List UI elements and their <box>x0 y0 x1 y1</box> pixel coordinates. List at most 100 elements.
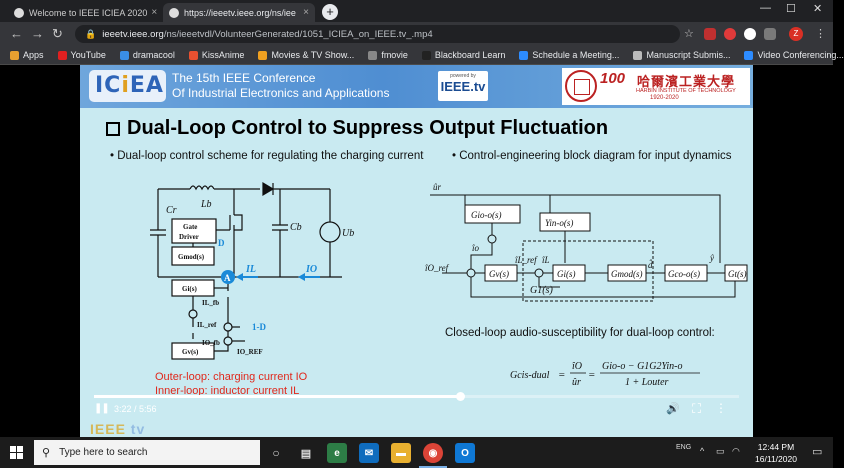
pdf-extension-icon[interactable] <box>704 28 716 40</box>
slide-title: Dual-Loop Control to Suppress Output Flu… <box>106 117 608 140</box>
svg-text:1 + Louter: 1 + Louter <box>625 377 669 388</box>
video-player[interactable]: ICiEA The 15th IEEE Conference Of Indust… <box>0 65 833 437</box>
bookmark-icon <box>519 50 529 60</box>
bookmark-icon <box>633 50 643 60</box>
svg-text:A: A <box>224 273 231 283</box>
block-gt: Gt(s) <box>728 269 747 279</box>
address-bar[interactable]: 🔒 ieeetv.ieee.org /ns/ieeetvdl/Volunteer… <box>75 25 680 43</box>
gate-driver-label-1: Gate <box>183 223 197 231</box>
bookmark-item[interactable]: fmovie <box>368 50 408 60</box>
label-cr: Cr <box>166 205 177 216</box>
square-bullet-icon <box>106 121 120 136</box>
block-io: îo <box>472 243 480 253</box>
notifications-icon[interactable]: ▭ <box>812 446 823 458</box>
block-ur: ûr <box>433 182 442 192</box>
outer-loop-label: Outer-loop: charging current IO <box>155 371 308 383</box>
battery-icon[interactable]: ▭ <box>716 446 725 456</box>
pause-icon[interactable]: ❚❚ <box>94 403 110 414</box>
bookmark-item[interactable]: KissAnime <box>188 50 244 60</box>
inner-loop-label: Inner-loop: inductor current IL <box>155 385 300 397</box>
more-options-icon[interactable]: ⋮ <box>715 401 727 415</box>
bookmark-item[interactable]: Apps <box>10 50 44 60</box>
label-cb: Cb <box>290 222 302 233</box>
hit-logo: 100 哈爾濱工業大學 HARBIN INSTITUTE OF TECHNOLO… <box>562 68 750 105</box>
bullet-right: • Control-engineering block diagram for … <box>452 150 732 162</box>
search-placeholder: Type here to search <box>59 447 148 458</box>
bookmark-icon <box>119 50 129 60</box>
bookmark-item[interactable]: YouTube <box>57 50 106 60</box>
extension-icon[interactable] <box>724 28 736 40</box>
browser-toolbar: ← → ↻ 🔒 ieeetv.ieee.org /ns/ieeetvdl/Vol… <box>0 22 833 46</box>
bookmark-icon <box>744 50 754 60</box>
close-tab-icon[interactable]: × <box>303 7 309 18</box>
minimize-icon[interactable]: — <box>760 2 771 14</box>
circuit-schematic <box>150 181 342 360</box>
bookmark-item[interactable]: Movies & TV Show... <box>258 50 354 60</box>
forward-icon[interactable]: → <box>31 26 44 41</box>
extension-icon[interactable] <box>744 28 756 40</box>
tab-ieeetv[interactable]: https://ieeetv.ieee.org/ns/iee × <box>163 3 315 22</box>
bookmark-icon <box>188 50 198 60</box>
formula-caption: Closed-loop audio-susceptibility for dua… <box>445 327 715 339</box>
slide-header: ICiEA The 15th IEEE Conference Of Indust… <box>80 65 753 108</box>
reload-icon[interactable]: ↻ <box>52 26 63 41</box>
back-icon[interactable]: ← <box>10 26 23 41</box>
bookmark-item[interactable]: Video Conferencing... <box>744 50 844 60</box>
windows-taskbar: ⚲ Type here to search ○ ▤ e ✉ ▬ ◉ O ENG … <box>0 437 833 468</box>
outlook-icon[interactable]: O <box>455 443 475 463</box>
tab-welcome[interactable]: Welcome to IEEE ICIEA 2020 × <box>8 3 160 22</box>
mail-icon[interactable]: ✉ <box>359 443 379 463</box>
label-1-minus-d: 1-D <box>252 322 266 332</box>
taskbar-clock[interactable]: 12:44 PM 16/11/2020 <box>755 442 797 464</box>
block-g1: G1(s) <box>530 285 553 296</box>
wifi-icon[interactable]: ◠ <box>732 446 740 456</box>
profile-avatar[interactable]: Z <box>789 27 803 41</box>
close-window-icon[interactable]: ✕ <box>813 3 823 15</box>
widgets-icon[interactable]: ▤ <box>300 447 312 460</box>
chrome-icon[interactable]: ◉ <box>419 443 447 468</box>
bookmark-item[interactable]: Manuscript Submis... <box>633 50 730 60</box>
fullscreen-icon[interactable]: ⛶ <box>692 401 702 416</box>
new-tab-button[interactable]: + <box>322 4 338 20</box>
task-view-icon[interactable]: ○ <box>272 446 280 460</box>
bookmark-label: Apps <box>23 50 44 60</box>
bookmark-icon <box>368 50 378 60</box>
block-yhat: ŷ <box>709 253 714 263</box>
bookmark-item[interactable]: Schedule a Meeting... <box>519 50 619 60</box>
block-il: îL <box>542 255 550 265</box>
ammeter: A <box>221 270 235 284</box>
globe-icon <box>169 7 179 18</box>
label-io: IO <box>305 264 317 275</box>
svg-text:=: = <box>558 369 565 381</box>
edge-icon[interactable]: e <box>327 443 347 463</box>
puzzle-icon[interactable] <box>764 28 776 40</box>
lock-icon[interactable]: 🔒 <box>85 28 97 39</box>
bookmark-label: YouTube <box>70 50 106 60</box>
language-indicator[interactable]: ENG <box>676 444 692 451</box>
block-yin: Yin-o(s) <box>545 218 573 228</box>
tray-overflow-icon[interactable]: ^ <box>700 446 705 456</box>
bookmark-label: Manuscript Submis... <box>646 50 731 60</box>
file-explorer-icon[interactable]: ▬ <box>391 443 411 463</box>
block-gio: Gio-o(s) <box>471 210 502 220</box>
bookmark-item[interactable]: dramacool <box>119 50 175 60</box>
close-tab-icon[interactable]: × <box>151 7 158 18</box>
formula: Gcis-dual = îO ûr = Gio-o − G1G2Yin-o 1 … <box>510 361 700 388</box>
block-gmod: Gmod(s) <box>611 269 643 279</box>
label-il: IL <box>245 264 256 275</box>
label-io-fb: IO_fb <box>202 339 220 347</box>
taskbar-search[interactable]: ⚲ Type here to search <box>34 440 260 465</box>
bookmark-item[interactable]: Blackboard Learn <box>421 50 505 60</box>
label-lb: Lb <box>200 199 212 210</box>
block-diagram <box>430 194 748 302</box>
menu-icon[interactable]: ⋮ <box>815 28 826 40</box>
windows-start-icon[interactable] <box>10 446 24 460</box>
seek-bar[interactable] <box>94 392 739 401</box>
volume-icon[interactable]: 🔊 <box>666 403 680 415</box>
maximize-icon[interactable]: ☐ <box>786 3 796 15</box>
star-icon[interactable]: ☆ <box>684 28 694 40</box>
tab-label: Welcome to IEEE ICIEA 2020 <box>29 7 148 18</box>
bookmarks-bar: Apps YouTube dramacool KissAnime Movies & TV… <box>0 46 844 65</box>
seek-handle[interactable] <box>455 392 465 401</box>
label-io-ref: IO_REF <box>237 348 263 356</box>
